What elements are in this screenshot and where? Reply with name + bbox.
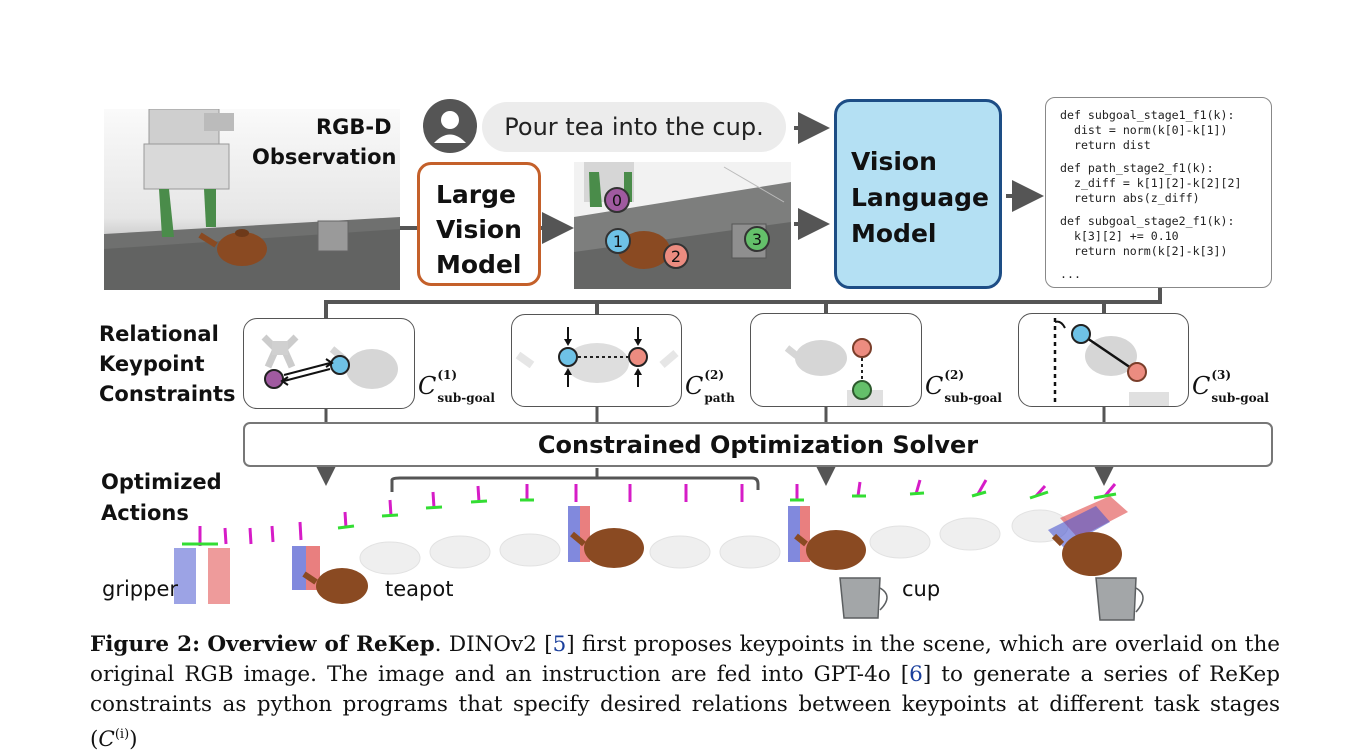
figure-caption: Figure 2: Overview of ReKep. DINOv2 [5] … [90,630,1280,755]
vlm-line1: Vision [851,147,937,176]
user-avatar-icon [422,98,478,154]
lvm-line1: Large [436,180,516,209]
keypoint-2-marker: 2 [663,243,689,269]
constraint-sup: (2) [944,368,965,382]
figure-label: Figure 2: [90,632,201,657]
keypoint-1-id: 1 [612,231,624,251]
caption-math-sup: (i) [114,727,130,742]
citation-link-6[interactable]: 6 [909,662,923,687]
constraint-panel-subgoal-3 [1018,313,1189,407]
code-line: return dist [1060,138,1151,152]
rgbd-label-line1: RGB-D [316,115,392,139]
code-line: def subgoal_stage1_f1(k): [1060,108,1235,122]
vision-language-model-box: Vision Language Model [834,99,1002,289]
citation-link-5[interactable]: 5 [552,632,567,657]
constraint-panel-path-2 [511,314,682,407]
constraint-sub: sub-goal [944,391,1002,405]
constraint-panel-subgoal-1 [243,318,415,409]
constraint-sub: sub-goal [437,391,495,405]
code-line: ... [1060,267,1081,281]
constraint-label-4: C(3) sub-goal [1192,368,1269,405]
relational-label-line3: Constraints [99,382,236,406]
lvm-line3: Model [436,250,522,279]
code-line: def subgoal_stage2_f1(k): [1060,214,1235,228]
keypoint-0-id: 0 [611,190,623,210]
optimized-label-line2: Actions [101,501,189,525]
figure-title: Overview of ReKep [207,632,435,657]
flow-arrows [314,112,1162,492]
lvm-line2: Vision [436,215,522,244]
constraint-symbol: C [1192,372,1211,400]
cup-label: cup [902,577,941,601]
teapot-label: teapot [385,577,454,601]
keypoint-overlay-image [574,162,791,289]
code-line: return abs(z_diff) [1060,191,1200,205]
optimized-trajectory-illustration [174,479,1144,621]
code-line: return norm(k[2]-k[3]) [1060,244,1228,258]
relational-label-line2: Keypoint [99,352,205,376]
gripper-label: gripper [102,577,179,601]
optimized-label-line1: Optimized [101,470,222,494]
caption-text-1: . DINOv2 [ [434,632,553,657]
constraint-sub: path [704,391,735,405]
caption-math-symbol: C [98,727,115,753]
vlm-line2: Language [851,183,990,212]
constraint-label-1: C(1) sub-goal [418,368,495,405]
constraint-symbol: C [418,372,437,400]
keypoint-0-marker: 0 [604,187,630,213]
caption-text-2: ] first proposes keypoints in the scene,… [90,632,1281,687]
constraint-sup: (2) [704,368,725,382]
constraint-sub: sub-goal [1211,391,1269,405]
code-line: dist = norm(k[0]-k[1]) [1060,123,1228,137]
constraint-label-3: C(2) sub-goal [925,368,1002,405]
rgbd-label-line2: Observation [252,145,397,169]
constraint-sup: (1) [437,368,458,382]
keypoint-3-id: 3 [751,229,763,249]
constraint-panel-subgoal-2 [750,313,922,407]
code-line: def path_stage2_f1(k): [1060,161,1214,175]
caption-text-4: ) [129,727,138,753]
constrained-optimization-solver-box: Constrained Optimization Solver [243,422,1273,467]
large-vision-model-box: Large Vision Model [417,162,541,286]
vlm-line3: Model [851,219,937,248]
instruction-bubble: Pour tea into the cup. [482,102,786,152]
constraint-label-2: C(2) path [685,368,735,405]
code-line: z_diff = k[1][2]-k[2][2] [1060,176,1242,190]
constraint-symbol: C [685,372,704,400]
constraint-code-box: def subgoal_stage1_f1(k): dist = norm(k[… [1045,97,1272,288]
constraint-sup: (3) [1211,368,1232,382]
caption-text-3: ] to generate a series of ReKep constrai… [90,662,1281,753]
keypoint-2-id: 2 [670,246,682,266]
keypoint-3-marker: 3 [744,226,770,252]
code-line: k[3][2] += 0.10 [1060,229,1179,243]
rgbd-observation-image [104,109,400,290]
keypoint-1-marker: 1 [605,228,631,254]
relational-label-line1: Relational [99,322,219,346]
constraint-symbol: C [925,372,944,400]
